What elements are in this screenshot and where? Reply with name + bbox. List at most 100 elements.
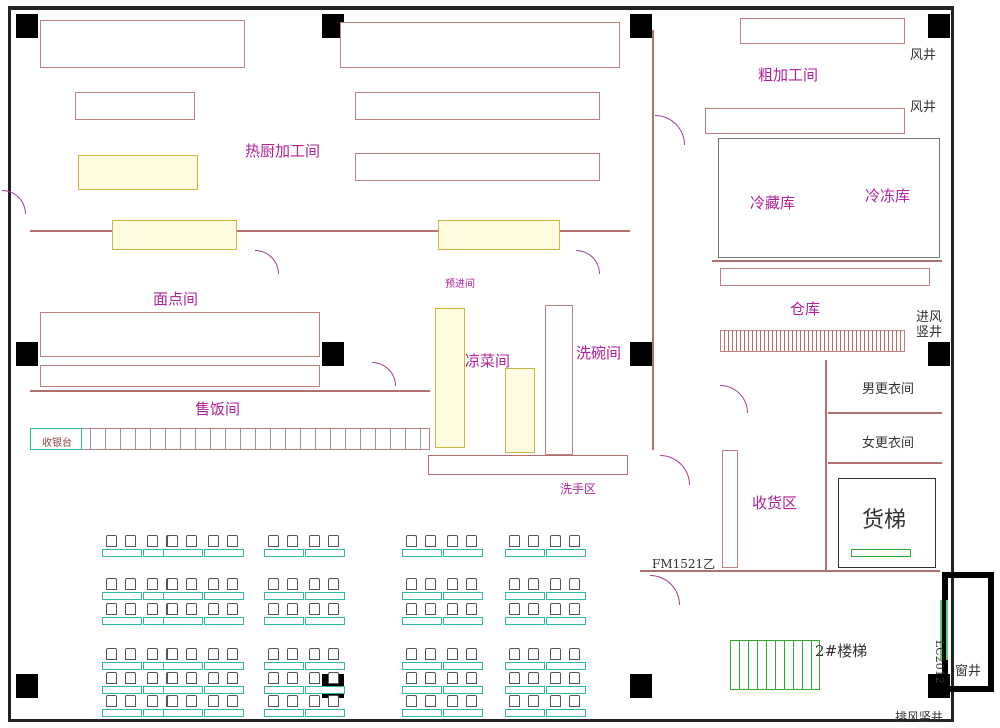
chair [287, 648, 298, 660]
chair [466, 672, 477, 684]
chair [425, 603, 436, 615]
chair [328, 578, 339, 590]
room-label-pastry: 面点间 [153, 290, 199, 308]
room-label-dishwashing: 洗碗间 [576, 344, 622, 362]
dining-table [102, 617, 142, 625]
chair [125, 648, 136, 660]
chair [147, 578, 158, 590]
dining-table [264, 686, 304, 694]
door-code: FM1521乙 [652, 557, 716, 571]
dining-table [402, 686, 442, 694]
chair [425, 695, 436, 707]
dining-table [443, 709, 483, 717]
chair [208, 535, 219, 547]
chair [186, 648, 197, 660]
chair [186, 535, 197, 547]
chair [406, 648, 417, 660]
serving-line [30, 428, 430, 450]
chair [528, 648, 539, 660]
dining-table [204, 662, 244, 670]
chair [227, 672, 238, 684]
chair [268, 535, 279, 547]
room-label-warehouse: 仓库 [790, 300, 821, 318]
column [16, 342, 38, 366]
dining-table [546, 686, 586, 694]
chair [106, 648, 117, 660]
chair [227, 648, 238, 660]
chair [425, 535, 436, 547]
chair [106, 672, 117, 684]
window-well-box [942, 572, 994, 692]
dining-table [204, 709, 244, 717]
chair [328, 648, 339, 660]
chair [287, 695, 298, 707]
rough-processing-counter [740, 18, 905, 44]
chair [287, 535, 298, 547]
chair [406, 695, 417, 707]
chair [167, 672, 178, 684]
chair [328, 603, 339, 615]
chair [268, 648, 279, 660]
room-label-air-shaft: 风井 [910, 48, 937, 63]
chair [309, 672, 320, 684]
warehouse-shelf [720, 330, 905, 352]
room-label-female-locker: 女更衣间 [862, 436, 915, 451]
dining-table [264, 592, 304, 600]
room-label-freezer: 冷冻库 [865, 187, 911, 205]
dining-table [402, 549, 442, 557]
chair [309, 578, 320, 590]
room-label-handwash: 洗手区 [560, 482, 597, 496]
chair [425, 578, 436, 590]
chair [208, 648, 219, 660]
chair [550, 603, 561, 615]
dining-table [546, 709, 586, 717]
room-label-serving: 售饭间 [195, 400, 241, 418]
room-label-male-locker: 男更衣间 [862, 382, 915, 397]
partition [828, 412, 942, 414]
chair [287, 672, 298, 684]
room-label-cold-storage: 冷藏库 [750, 194, 796, 212]
chair [550, 648, 561, 660]
dining-table [102, 686, 142, 694]
chair [309, 648, 320, 660]
dining-table [402, 617, 442, 625]
chair [167, 578, 178, 590]
dining-table [204, 549, 244, 557]
chair [328, 535, 339, 547]
dining-table [163, 592, 203, 600]
column [928, 342, 950, 366]
outer-wall [8, 6, 954, 722]
dining-table [546, 617, 586, 625]
chair [147, 672, 158, 684]
room-label-air-shaft: 风井 [910, 100, 937, 115]
dining-table [163, 617, 203, 625]
serving-counter [40, 365, 320, 387]
dining-table [163, 686, 203, 694]
dining-table [204, 592, 244, 600]
dining-table [546, 662, 586, 670]
chair [268, 672, 279, 684]
sink-unit [112, 220, 237, 250]
room-label-cold-dish: 凉菜间 [465, 352, 511, 370]
chair [425, 648, 436, 660]
cold-dish-table [505, 368, 535, 453]
sink-unit [438, 220, 560, 250]
dining-table [443, 592, 483, 600]
partition [640, 570, 940, 572]
chair [167, 695, 178, 707]
chair [186, 578, 197, 590]
chair [447, 535, 458, 547]
column [16, 14, 38, 38]
column [16, 674, 38, 698]
column [630, 14, 652, 38]
chair [268, 695, 279, 707]
dining-table [163, 549, 203, 557]
partition [30, 390, 430, 392]
chair [208, 672, 219, 684]
chair [466, 695, 477, 707]
dining-table [305, 592, 345, 600]
chair [227, 603, 238, 615]
dining-table [505, 592, 545, 600]
dining-table [305, 686, 345, 694]
dining-table [305, 549, 345, 557]
